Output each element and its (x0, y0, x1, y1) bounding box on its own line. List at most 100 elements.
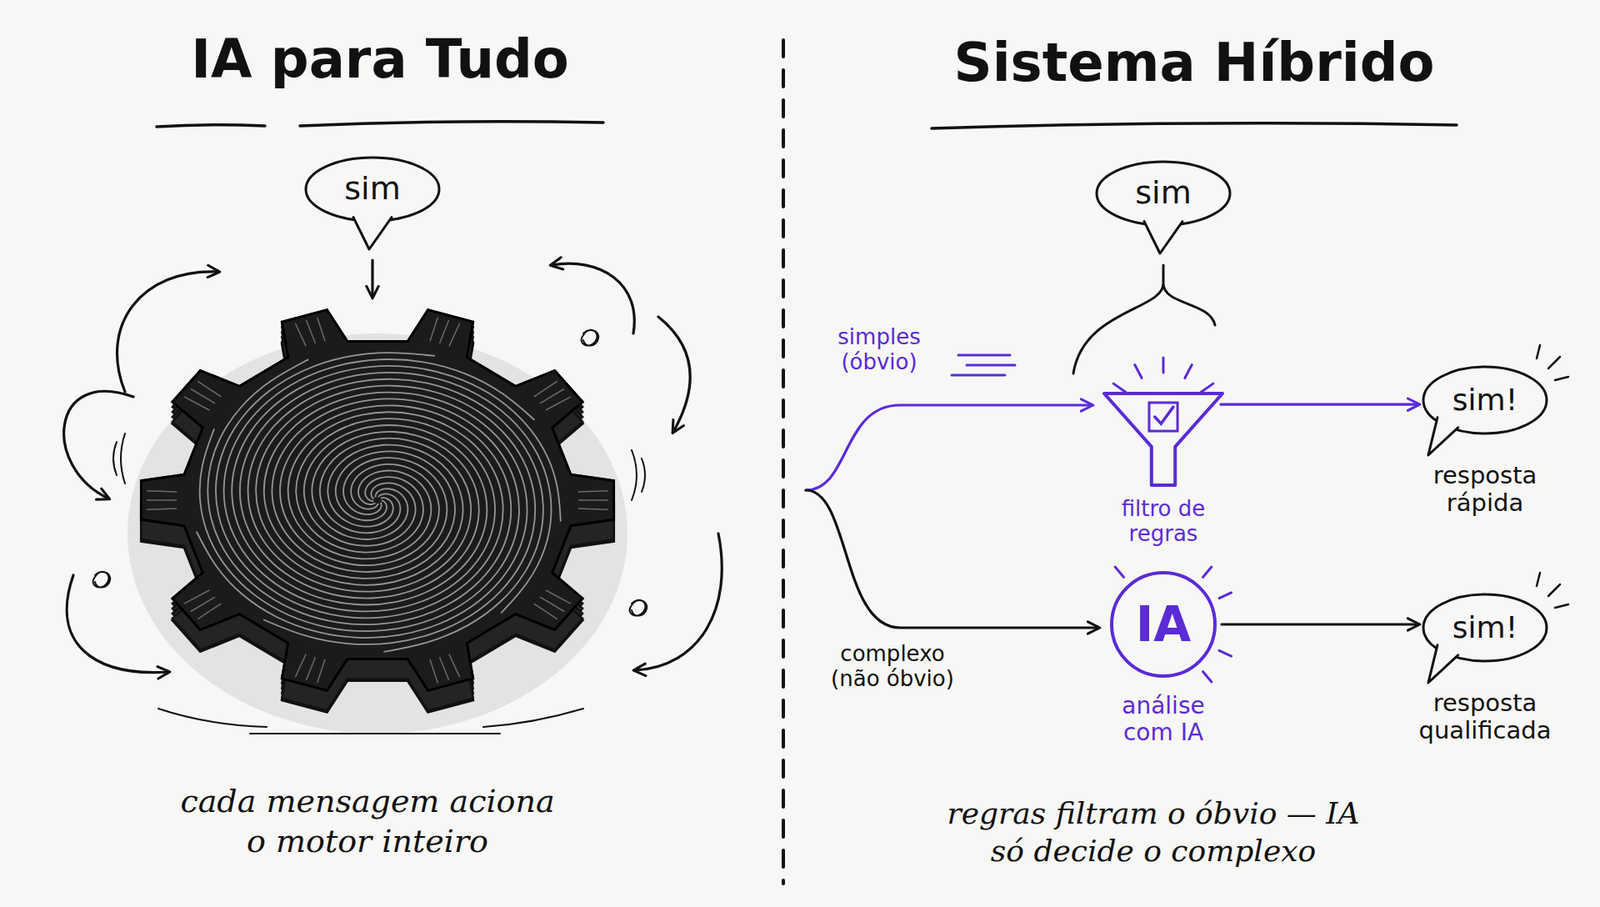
cycle-arrow (117, 271, 219, 392)
tooth-stroke (317, 317, 325, 341)
tooth-stroke (439, 656, 449, 680)
rule-filter-funnel-outline (1104, 393, 1223, 485)
funnel-outline (1104, 393, 1223, 485)
ray (1135, 365, 1142, 379)
branch-label: complexo (não óbvio) (820, 641, 966, 692)
scribble (630, 600, 648, 616)
bubble-body (1096, 161, 1230, 225)
ai-ring (1111, 572, 1215, 676)
ai-text: IA (1135, 596, 1191, 653)
tooth-stroke (146, 508, 177, 510)
bubble-text: sim (344, 170, 400, 208)
simple-branch (805, 405, 1092, 490)
brace (1073, 265, 1215, 374)
speech-bubble-shape: sim (1096, 161, 1230, 225)
cycle-arrow (66, 575, 169, 673)
panel-title-box: Sistema Híbrido (954, 32, 1435, 95)
cycle-arrow (658, 316, 690, 432)
tooth-stroke (305, 656, 315, 680)
underline (931, 123, 1457, 129)
speech-bubble: sim (305, 157, 440, 221)
ray (1115, 566, 1124, 577)
gear-spiral (215, 352, 504, 618)
tooth-stroke (146, 490, 177, 492)
rule-filter-funnel: filtro de regras (1100, 393, 1226, 547)
bubble-text: sim! (1452, 382, 1518, 417)
gear-spiral (248, 379, 544, 652)
ai-circle: IA análise com IA (1100, 570, 1226, 746)
rule-filter-funnel-shape (1104, 393, 1223, 485)
bubble-tail (1428, 417, 1459, 455)
cycle-arrow (551, 263, 635, 334)
ray (1113, 383, 1126, 392)
funnel-label: filtro de regras (1100, 496, 1226, 547)
ray (1555, 376, 1569, 380)
answer-bubble: sim!resposta rápida (1397, 366, 1573, 518)
answer-bubble-shape: sim! (1423, 594, 1547, 661)
branch-arrows (805, 355, 1099, 628)
tooth-stroke (430, 317, 438, 341)
tooth-stroke (184, 590, 210, 604)
ray (1548, 356, 1560, 369)
tooth-stroke (295, 323, 306, 347)
tooth-stroke (295, 654, 306, 678)
bubble-tail (1428, 645, 1459, 683)
check-mark (1155, 406, 1174, 424)
answer-label: resposta qualificada (1397, 689, 1573, 745)
branch-label: simples (óbvio) (829, 325, 930, 375)
tooth-stroke (578, 508, 609, 510)
branch-label-box: complexo (não óbvio) (820, 641, 966, 692)
divider (781, 40, 785, 884)
ai-label: análise com IA (1100, 692, 1226, 746)
ray (1555, 604, 1569, 608)
tooth-stroke (540, 388, 565, 403)
underline (156, 121, 604, 127)
motion-stroke (113, 433, 125, 484)
tooth-stroke (545, 590, 571, 604)
tooth-stroke (449, 654, 460, 678)
tooth-stroke (184, 396, 210, 410)
gear-spiral (231, 365, 561, 605)
ray (1203, 566, 1212, 577)
ground-stroke (158, 708, 584, 734)
cycle-arrows (64, 260, 723, 673)
title-underlines (156, 121, 1457, 129)
connector-arrow (1221, 622, 1419, 625)
tooth-stroke (449, 323, 460, 347)
tooth-stroke (317, 659, 325, 683)
panel-title: IA para Tudo (190, 29, 570, 91)
bubble-tail (353, 217, 392, 250)
ray (1536, 572, 1540, 586)
tooth-stroke (190, 596, 215, 611)
tooth-stroke (146, 499, 177, 501)
complex-branch (805, 490, 1099, 628)
ai-circle-shape: IA (1110, 570, 1217, 678)
bubble-tail (1144, 221, 1183, 254)
gear-spiral (255, 385, 535, 645)
panel-caption: regras filtram o óbvio — IA só decide o … (936, 794, 1370, 870)
motion-marks (93, 330, 648, 734)
panel-caption: cada mensagem aciona o motor inteiro (180, 781, 555, 861)
tooth-stroke (197, 380, 221, 397)
scribble (581, 330, 600, 346)
tooth-stroke (305, 320, 315, 344)
panel-caption-box: cada mensagem aciona o motor inteiro (180, 781, 555, 861)
panel-title-box: IA para Tudo (190, 29, 570, 91)
gear-spiral (240, 372, 552, 614)
ray (1200, 383, 1214, 392)
tooth-stroke (578, 490, 609, 492)
tooth-stroke (545, 396, 571, 410)
branch-label-box: simples (óbvio) (829, 325, 930, 375)
bubble-body (305, 157, 440, 221)
ray (1203, 671, 1212, 682)
tooth-stroke (439, 320, 449, 344)
tooth-stroke (534, 603, 558, 620)
bubble-text: sim! (1452, 610, 1518, 645)
panel-title: Sistema Híbrido (954, 32, 1435, 95)
panel-caption-box: regras filtram o óbvio — IA só decide o … (936, 794, 1370, 870)
gear-illustration (127, 310, 628, 734)
cycle-arrow (635, 533, 722, 670)
